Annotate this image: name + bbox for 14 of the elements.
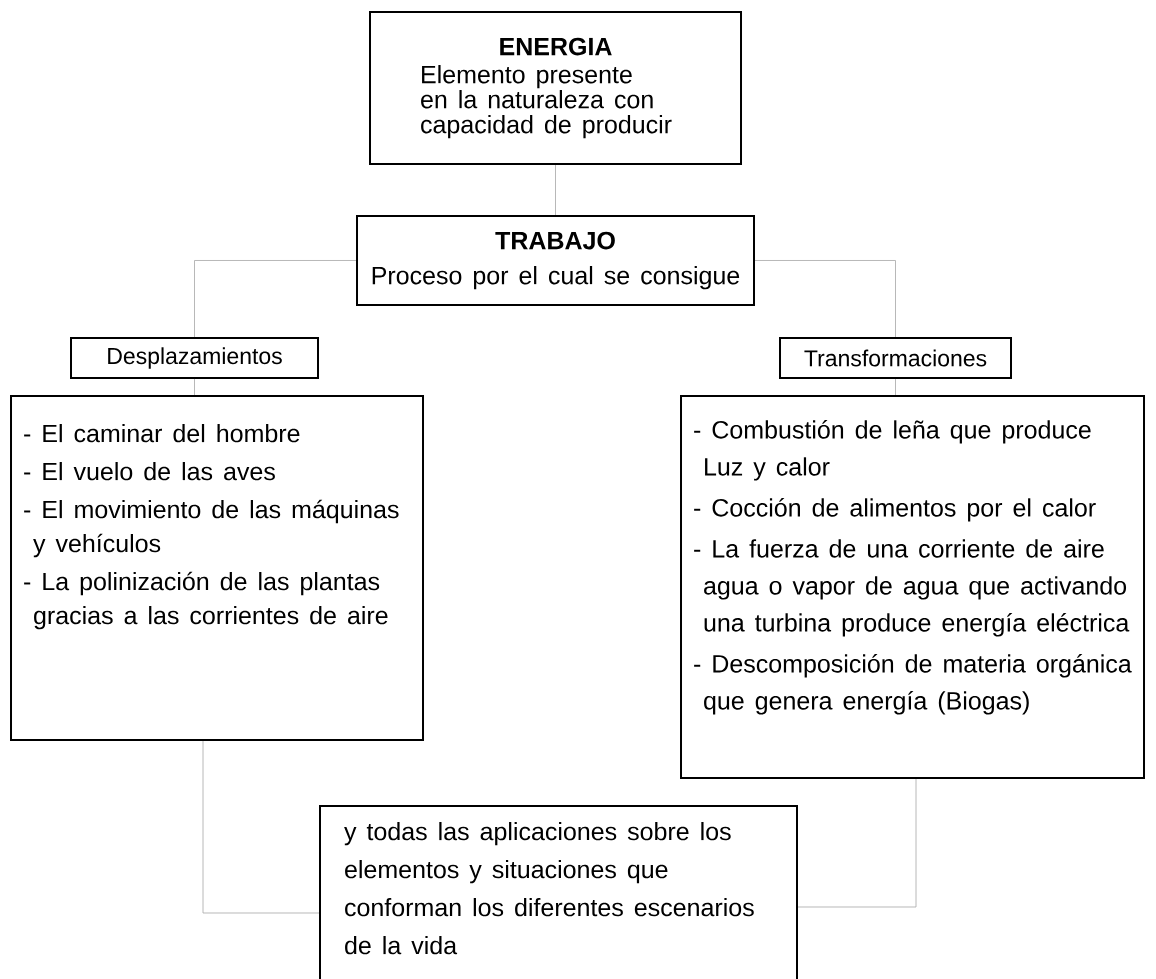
concept-box: TRABAJO Proceso por el cual se consigue xyxy=(356,215,755,306)
connector-line xyxy=(797,778,917,908)
connector-line xyxy=(194,378,195,396)
connector-line xyxy=(202,740,320,914)
connector-line xyxy=(555,164,556,216)
concept-box: - El caminar del hombre - El vuelo de las aves - El movimiento de las máquinas y vehículos - La polinización de las plantas gracias a las corrientes de aire xyxy=(10,395,424,741)
concept-box: y todas las aplicaciones sobre los elementos y situaciones que conforman los diferentes escenarios de la vida xyxy=(319,805,798,979)
concept-box: - Combustión de leña que produce Luz y calor - Cocción de alimentos por el calor - La fuerza de una corriente de aire agua o vapor de agua que activando una turbina produce energía eléctrica - Descomposición de materia orgánica que genera energía (Biogas) xyxy=(680,395,1145,779)
concept-box: Desplazamientos xyxy=(70,337,319,379)
connector-line xyxy=(754,260,896,338)
concept-box: Transformaciones xyxy=(779,337,1012,379)
connector-line xyxy=(194,260,357,338)
concept-box: ENERGIA Elemento presente en la naturaleza con capacidad de producir xyxy=(369,11,742,165)
connector-line xyxy=(895,378,896,396)
